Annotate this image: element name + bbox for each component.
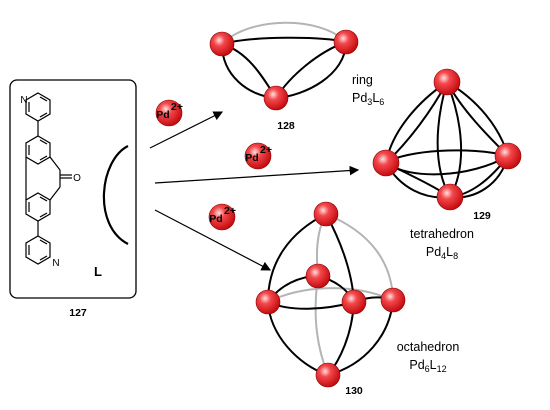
pd-reagent-top-charge: 2+ xyxy=(171,101,183,113)
tetrahedron-name: tetrahedron xyxy=(410,227,474,241)
fluorenone-core xyxy=(25,121,72,236)
pd-reagent-middle-metal: Pd xyxy=(245,152,258,164)
ring-compound-number: 128 xyxy=(277,120,295,132)
pd-reagent-bottom-metal: Pd xyxy=(209,213,222,225)
pd-reagent-bottom: Pd 2+ xyxy=(208,203,236,231)
tetrahedron-structure xyxy=(372,68,522,211)
top-pyridine-ring xyxy=(25,92,51,122)
reaction-arrows xyxy=(149,111,360,271)
pd-reagent-top-metal: Pd xyxy=(156,109,169,121)
pd-reagent-middle: Pd 2+ xyxy=(244,142,272,170)
octahedron-name: octahedron xyxy=(397,340,460,354)
octahedron-structure xyxy=(255,201,406,388)
ligand-symbol-L: L xyxy=(94,264,102,279)
arrow-to-ring xyxy=(149,111,224,149)
octahedron-formula: Pd6L12 xyxy=(409,358,446,374)
tetrahedron-formula: Pd4L8 xyxy=(426,245,458,261)
ligand-box xyxy=(9,79,137,299)
arrow-to-octahedron xyxy=(154,209,272,271)
bottom-pyridine-ring xyxy=(25,235,51,265)
bent-ligand-arc xyxy=(102,145,129,245)
tetrahedron-compound-number: 129 xyxy=(473,210,491,222)
ring-formula: Pd3L6 xyxy=(352,91,384,107)
octahedron-compound-number: 130 xyxy=(345,385,363,397)
carbonyl-oxygen: O xyxy=(73,173,81,184)
top-pyridine-nitrogen: N xyxy=(20,95,27,106)
ligand-panel: N O N xyxy=(9,79,137,299)
pd-reagent-bottom-charge: 2+ xyxy=(224,205,236,217)
ring-structure xyxy=(209,21,359,111)
pd-reagent-top: Pd 2+ xyxy=(155,99,183,127)
bottom-pyridine-nitrogen: N xyxy=(52,258,59,269)
arrow-to-tetrahedron xyxy=(154,165,360,184)
pd-reagent-middle-charge: 2+ xyxy=(260,144,272,156)
ring-name: ring xyxy=(352,73,373,87)
ligand-compound-number: 127 xyxy=(69,307,87,319)
